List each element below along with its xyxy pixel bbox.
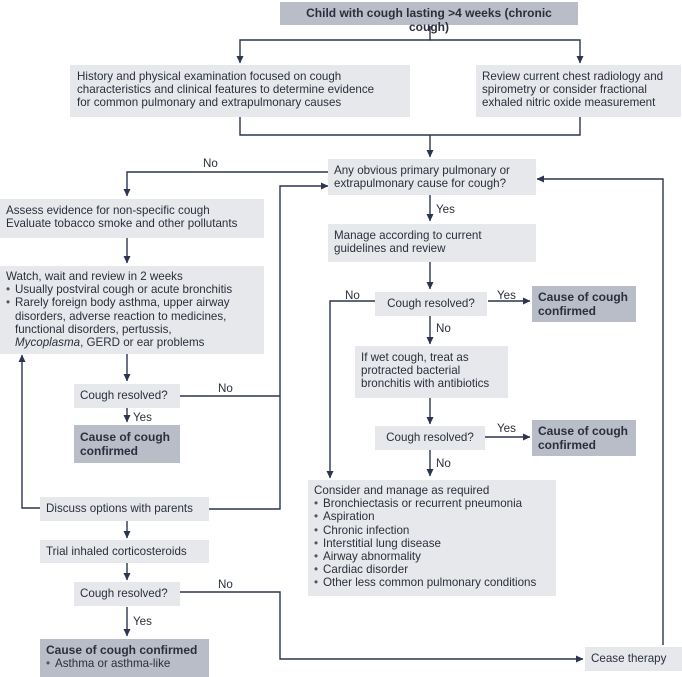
mycoplasma-text: Mycoplasma: [15, 336, 81, 350]
watch-bullet-2: Rarely foreign body asthma, upper airway…: [6, 296, 258, 349]
discuss-options-text: Discuss options with parents: [46, 502, 193, 515]
label-yes-resolved-3: Yes: [133, 411, 152, 424]
label-no-resolved-2: No: [436, 457, 451, 470]
obvious-cause-box: Any obvious primary pulmonary or extrapu…: [328, 159, 536, 195]
consider-title: Consider and manage as required: [314, 484, 490, 497]
label-no-resolved-1: No: [345, 289, 360, 302]
trial-ics-text: Trial inhaled corticosteroids: [46, 545, 187, 558]
consider-item-3: Chronic infection: [314, 524, 550, 537]
watch-title: Watch, wait and review in 2 weeks: [6, 270, 183, 283]
history-line-2: characteristics and clinical features to…: [77, 83, 375, 97]
cause-confirmed-box-1: Cause of cough confirmed: [532, 286, 636, 322]
watch-bullet-2-line-2: disorders, adverse reaction to medicines…: [15, 309, 227, 323]
wet-line-2: protracted bacterial: [361, 364, 461, 378]
cough-resolved-3-text: Cough resolved?: [80, 389, 168, 402]
radiology-line-2: spirometry or consider fractional: [482, 83, 647, 97]
consider-item-6-text: Cardiac disorder: [323, 563, 409, 577]
watch-bullet-2-line-3: functional disorders, pertussis,: [15, 322, 172, 336]
cough-resolved-box-3: Cough resolved?: [74, 384, 180, 408]
cough-resolved-4-text: Cough resolved?: [80, 587, 168, 600]
cause-confirmed-final-box: Cause of cough confirmed Asthma or asthm…: [40, 639, 209, 677]
manage-line-2: guidelines and review: [334, 242, 446, 256]
assess-line-2: Evaluate tobacco smoke and other polluta…: [6, 217, 238, 231]
consider-item-2: Aspiration: [314, 510, 550, 523]
cause-3-line-2: confirmed: [80, 444, 139, 458]
cause-confirmed-box-3: Cause of cough confirmed: [74, 425, 180, 463]
cough-resolved-1-text: Cough resolved?: [387, 297, 475, 310]
watch-wait-box: Watch, wait and review in 2 weeks Usuall…: [0, 266, 264, 354]
wet-line-3: bronchitis with antibiotics: [361, 377, 490, 391]
review-radiology-box: Review current chest radiology and spiro…: [476, 65, 681, 117]
asthma-item-text: Asthma or asthma-like: [55, 657, 171, 670]
cause-2-line-2: confirmed: [538, 438, 597, 452]
cease-therapy-box: Cease therapy: [585, 647, 682, 671]
watch-bullet-2-line-1: Rarely foreign body asthma, upper airway: [15, 296, 230, 310]
cause-1-line-2: confirmed: [538, 304, 597, 318]
cause-confirmed-box-2: Cause of cough confirmed: [532, 420, 636, 456]
cough-resolved-box-4: Cough resolved?: [74, 582, 180, 606]
discuss-options-box: Discuss options with parents: [40, 497, 209, 521]
cause-2-line-1: Cause of cough: [538, 424, 629, 438]
start-text: Child with cough lasting >4 weeks (chron…: [306, 6, 552, 34]
obvious-line-2: extrapulmonary cause for cough?: [334, 177, 507, 191]
assess-line-1: Assess evidence for non-specific cough: [6, 204, 210, 217]
label-no-obvious: No: [203, 157, 218, 170]
consider-item-1-text: Bronchiectasis or recurrent pneumonia: [323, 497, 523, 511]
asthma-item: Asthma or asthma-like: [46, 657, 203, 671]
consider-item-6: Cardiac disorder: [314, 563, 550, 576]
consider-manage-box: Consider and manage as required Bronchie…: [308, 480, 556, 596]
cause-final-title: Cause of cough confirmed: [46, 643, 198, 657]
history-line-3: for common pulmonary and extrapulmonary …: [77, 96, 342, 110]
label-no-resolved-1-down: No: [436, 322, 451, 335]
cough-resolved-2-text: Cough resolved?: [386, 431, 474, 444]
wet-cough-box: If wet cough, treat as protracted bacter…: [355, 346, 508, 398]
consider-item-5-text: Airway abnormality: [323, 550, 421, 564]
label-yes-resolved-1: Yes: [497, 289, 516, 302]
consider-item-7-text: Other less common pulmonary conditions: [323, 576, 537, 590]
wet-line-1: If wet cough, treat as: [361, 351, 469, 364]
watch-bullet-2-line-4: Mycoplasma, GERD or ear problems: [15, 336, 258, 349]
label-yes-obvious: Yes: [436, 203, 455, 216]
consider-item-1: Bronchiectasis or recurrent pneumonia: [314, 497, 550, 510]
cause-1-line-1: Cause of cough: [538, 290, 629, 304]
consider-item-2-text: Aspiration: [323, 510, 375, 524]
cause-3-line-1: Cause of cough: [80, 430, 171, 444]
manage-line-1: Manage according to current: [334, 229, 482, 242]
watch-bullet-1: Usually postviral cough or acute bronchi…: [6, 283, 258, 296]
label-no-resolved-3: No: [218, 382, 233, 395]
cease-therapy-text: Cease therapy: [591, 652, 667, 665]
consider-item-7: Other less common pulmonary conditions: [314, 576, 550, 589]
label-no-resolved-4: No: [218, 578, 233, 591]
history-line-1: History and physical examination focused…: [77, 70, 342, 83]
consider-item-4: Interstitial lung disease: [314, 537, 550, 550]
consider-item-4-text: Interstitial lung disease: [323, 536, 441, 550]
watch-bullet-1-text: Usually postviral cough or acute bronchi…: [15, 283, 233, 297]
obvious-line-1: Any obvious primary pulmonary or: [334, 164, 510, 177]
consider-list: Bronchiectasis or recurrent pneumonia As…: [314, 497, 550, 590]
consider-item-3-text: Chronic infection: [323, 523, 410, 537]
manage-guidelines-box: Manage according to current guidelines a…: [328, 224, 536, 262]
history-exam-box: History and physical examination focused…: [70, 65, 410, 117]
radiology-line-3: exhaled nitric oxide measurement: [482, 96, 656, 110]
watch-bullet-2-tail: , GERD or ear problems: [80, 336, 205, 350]
watch-list: Usually postviral cough or acute bronchi…: [6, 283, 258, 349]
consider-item-5: Airway abnormality: [314, 550, 550, 563]
cough-resolved-box-2: Cough resolved?: [375, 426, 485, 450]
label-yes-resolved-2: Yes: [497, 422, 516, 435]
start-box: Child with cough lasting >4 weeks (chron…: [280, 2, 578, 34]
cough-resolved-box-1: Cough resolved?: [375, 292, 487, 316]
assess-evidence-box: Assess evidence for non-specific cough E…: [0, 199, 264, 238]
radiology-line-1: Review current chest radiology and: [482, 70, 664, 83]
cause-final-list: Asthma or asthma-like: [46, 657, 203, 671]
label-yes-resolved-4: Yes: [133, 615, 152, 628]
trial-ics-box: Trial inhaled corticosteroids: [40, 540, 209, 563]
